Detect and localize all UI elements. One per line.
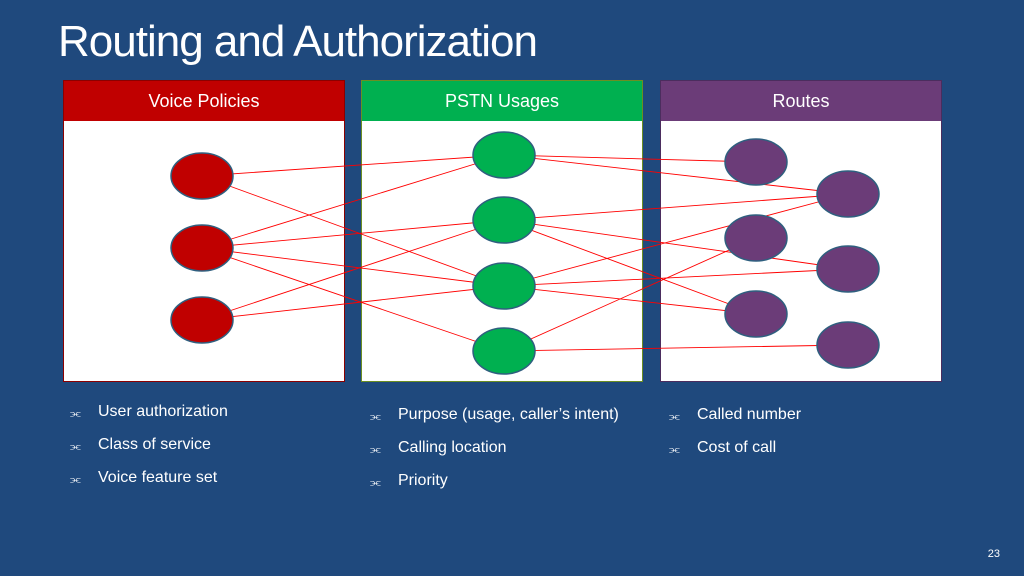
usage-route-link xyxy=(503,268,849,287)
routes-bullets: ⫘ Called number ⫘ Cost of call xyxy=(669,404,801,470)
route-node xyxy=(724,214,788,262)
policy-usage-link xyxy=(201,247,505,352)
route-node xyxy=(816,170,880,218)
bullet-text: Voice feature set xyxy=(98,469,218,486)
bullet-item: ⫘ Priority xyxy=(370,470,619,503)
route-node xyxy=(724,138,788,186)
bullet-text: Priority xyxy=(398,472,448,489)
bullet-item: ⫘ Voice feature set xyxy=(70,467,228,500)
diagram-nodes xyxy=(170,131,880,375)
voice-policy-node xyxy=(170,224,234,272)
usage-route-link xyxy=(503,154,849,195)
pstn-usage-node xyxy=(472,131,536,179)
bullet-icon: ⫘ xyxy=(370,475,381,489)
pstn-usage-node xyxy=(472,262,536,310)
bullet-icon: ⫘ xyxy=(370,442,381,456)
usage-route-link xyxy=(503,193,849,221)
policy-usage-link xyxy=(201,219,505,249)
routes-panel: Routes xyxy=(660,80,942,382)
bullet-icon: ⫘ xyxy=(370,409,381,423)
pstn-usage-node xyxy=(472,196,536,244)
bullet-item: ⫘ Purpose (usage, caller’s intent) xyxy=(370,404,619,437)
connection-lines xyxy=(201,154,849,352)
voice-policies-header: Voice Policies xyxy=(64,81,344,121)
route-node xyxy=(816,321,880,369)
pstn-usages-header: PSTN Usages xyxy=(362,81,642,121)
bullet-item: ⫘ Cost of call xyxy=(669,437,801,470)
bullet-item: ⫘ Called number xyxy=(669,404,801,437)
bullet-item: ⫘ Class of service xyxy=(70,434,228,467)
policy-usage-link xyxy=(201,154,505,249)
usage-route-link xyxy=(503,154,757,163)
slide-title: Routing and Authorization xyxy=(58,17,538,66)
usage-route-link xyxy=(503,285,757,315)
pstn-usages-bullets: ⫘ Purpose (usage, caller’s intent) ⫘ Calli… xyxy=(370,404,619,503)
usage-route-link xyxy=(503,237,757,352)
policy-usage-link xyxy=(201,175,505,287)
routes-header: Routes xyxy=(661,81,941,121)
bullet-item: ⫘ Calling location xyxy=(370,437,619,470)
bullet-icon: ⫘ xyxy=(669,409,680,423)
bullet-icon: ⫘ xyxy=(70,406,81,420)
bullet-text: Class of service xyxy=(98,436,211,453)
pstn-usage-node xyxy=(472,327,536,375)
policy-usage-link xyxy=(201,154,505,177)
voice-policies-bullets: ⫘ User authorization ⫘ Class of service ⫘ V… xyxy=(70,401,228,500)
bullet-text: Called number xyxy=(697,406,802,423)
bullet-item: ⫘ User authorization xyxy=(70,401,228,434)
bullet-icon: ⫘ xyxy=(669,442,680,456)
policy-usage-link xyxy=(201,285,505,321)
usage-route-link xyxy=(503,219,757,315)
usage-route-link xyxy=(503,193,849,287)
route-node xyxy=(816,245,880,293)
bullet-icon: ⫘ xyxy=(70,472,81,486)
policy-usage-link xyxy=(201,247,505,287)
bullet-text: Cost of call xyxy=(697,439,777,456)
usage-route-link xyxy=(503,344,849,352)
bullet-text: Purpose (usage, caller’s intent) xyxy=(398,406,619,423)
bullet-icon: ⫘ xyxy=(70,439,81,453)
bullet-text: Calling location xyxy=(398,439,507,456)
route-node xyxy=(724,290,788,338)
usage-route-link xyxy=(503,219,849,270)
voice-policy-node xyxy=(170,296,234,344)
bullet-text: User authorization xyxy=(98,403,228,420)
page-number: 23 xyxy=(987,548,1000,560)
voice-policy-node xyxy=(170,152,234,200)
policy-usage-link xyxy=(201,219,505,321)
